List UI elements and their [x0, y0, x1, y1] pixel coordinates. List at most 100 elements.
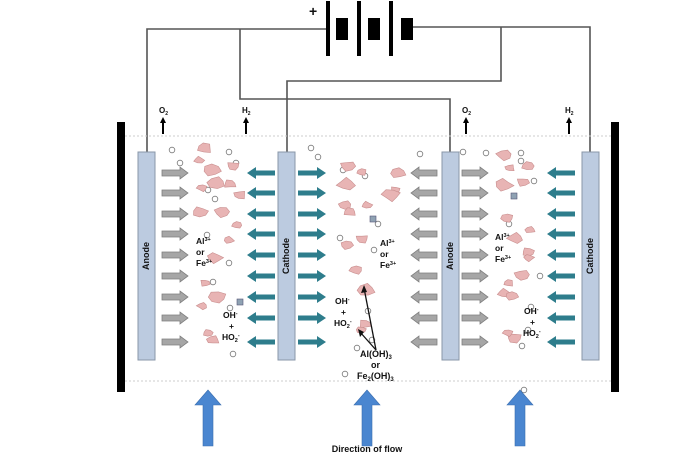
floc-particle: [233, 190, 245, 200]
floc-particle: [337, 200, 352, 210]
ion-symbol: HO: [334, 318, 347, 328]
battery-plate: [389, 1, 393, 56]
cation-migration-arrow: [247, 312, 275, 324]
floc-particle: [340, 240, 355, 250]
gas-symbol: O: [462, 106, 468, 115]
wire-negative-to-cathode-1: [286, 27, 502, 152]
gas-bubble: [225, 259, 233, 267]
cation-migration-arrow: [547, 228, 575, 240]
floc-particle: [224, 179, 237, 188]
gas-rising-arrowhead: [566, 117, 572, 123]
tank-wall-left: [117, 122, 125, 392]
ion-charge: -: [236, 311, 238, 317]
ion-charge: -: [537, 307, 539, 313]
gas-subscript: 2: [468, 111, 471, 117]
anion-migration-arrow: [410, 311, 438, 325]
battery-positive-sign: +: [309, 3, 317, 19]
floc-particle: [521, 161, 535, 170]
floc-particle: [206, 176, 225, 189]
gas-bubble: [341, 370, 349, 378]
precipitate-label-al: Al(OH)3: [360, 349, 393, 361]
electrode-label: Cathode: [585, 238, 595, 274]
floc-particle: [197, 142, 211, 153]
floc-particle: [193, 155, 206, 164]
gas-rising-arrowhead: [243, 117, 249, 123]
perhydroxyl-ion-label: HO2-: [222, 332, 240, 344]
cation-migration-arrow: [298, 336, 326, 348]
floc-particle: [340, 161, 357, 172]
ion-charge: 3+: [205, 237, 211, 243]
perhydroxyl-ion-label: HO2-: [334, 318, 352, 330]
ion-charge: 3+: [505, 255, 511, 261]
floc-particle: [231, 221, 243, 229]
gas-bubble: [203, 231, 211, 239]
floc-particle: [207, 252, 225, 264]
gas-bubble: [307, 144, 315, 152]
cation-migration-arrow: [298, 249, 326, 261]
tank-wall-right: [611, 122, 619, 392]
floc-particle: [501, 329, 514, 338]
gas-bubble: [527, 303, 535, 311]
ion-or-label: or: [196, 247, 205, 257]
ion-symbol: Al: [380, 238, 389, 248]
battery-block: [401, 18, 413, 40]
floc-particle: [343, 207, 356, 216]
gas-rising-arrowhead: [160, 117, 166, 123]
perhydroxyl-ion-label: HO2-: [523, 328, 541, 340]
anion-migration-arrow: [410, 186, 438, 200]
anion-migration-arrow: [461, 227, 489, 241]
electrode-label: Anode: [445, 242, 455, 270]
ion-symbol: OH: [524, 306, 537, 316]
anion-migration-arrow: [410, 227, 438, 241]
ion-symbol: HO: [222, 332, 235, 342]
gas-symbol: H: [565, 106, 571, 115]
gas-bubble: [459, 148, 467, 156]
floc-particle: [380, 189, 401, 203]
battery: +: [309, 1, 413, 56]
electrode-anode: [137, 151, 156, 361]
ion-charge: 3+: [390, 261, 396, 267]
gas-bubble: [168, 146, 176, 154]
ion-symbol: OH: [335, 296, 348, 306]
floc-particle: [227, 162, 240, 171]
hydroxide-ion-label: OH-: [335, 296, 350, 306]
floc-particle: [522, 247, 535, 257]
cation-migration-arrow: [247, 270, 275, 282]
cation-migration-arrow: [298, 270, 326, 282]
pointer-arrowhead: [361, 285, 367, 293]
electrode-cathode: [581, 151, 600, 361]
wire-positive-to-anode-1: [146, 28, 326, 152]
ion-or-label: or: [380, 249, 389, 259]
gas-label-oxygen: O2: [159, 106, 168, 117]
gas-label-hydrogen: H2: [242, 106, 251, 117]
metal-ion-label: Fe3+: [196, 258, 212, 268]
cation-migration-arrow: [247, 208, 275, 220]
ion-subscript: 2: [347, 324, 350, 330]
gas-bubble: [229, 350, 237, 358]
cation-migration-arrow: [247, 187, 275, 199]
floc-particle: [356, 283, 376, 296]
gas-subscript: 2: [248, 111, 251, 117]
gas-bubble: [524, 326, 532, 334]
floc-particle: [504, 164, 515, 172]
anion-migration-arrow: [161, 311, 189, 325]
metal-ion-label: Al3+: [495, 232, 510, 242]
gas-label-hydrogen: H2: [565, 106, 574, 117]
floc-particle: [200, 279, 211, 287]
gas-bubble: [517, 157, 525, 165]
cation-migration-arrow: [547, 291, 575, 303]
cation-migration-arrow: [547, 167, 575, 179]
cation-migration-arrow: [547, 270, 575, 282]
ion-symbol: Fe: [495, 254, 505, 264]
cation-migration-arrow: [547, 187, 575, 199]
anion-migration-arrow: [461, 311, 489, 325]
ion-plus-label: +: [341, 307, 346, 317]
cation-migration-arrow: [247, 228, 275, 240]
ion-symbol: Fe: [380, 260, 390, 270]
ion-plus-label: +: [229, 321, 234, 331]
ion-symbol: OH: [223, 310, 236, 320]
precipitate-label-fe: Fe2(OH)3: [357, 371, 394, 383]
anion-migration-arrow: [410, 207, 438, 221]
ion-charge: -: [238, 333, 240, 339]
